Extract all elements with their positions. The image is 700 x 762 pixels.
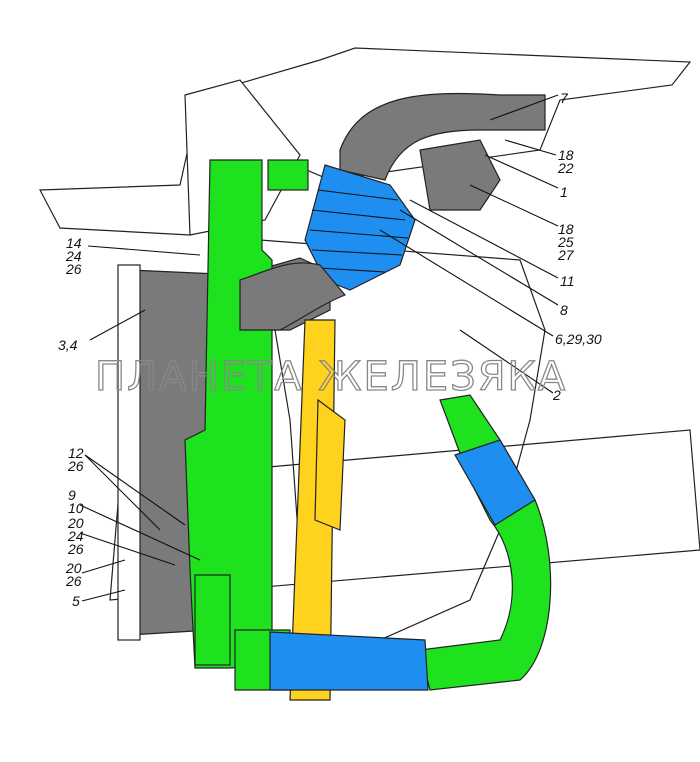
callout-line: 8	[560, 302, 568, 318]
coolant-pipe	[419, 394, 552, 691]
bellows-hose	[304, 164, 416, 291]
leader-lines	[79, 94, 559, 602]
callout-line: 24	[65, 248, 82, 264]
callout-c8: 8	[560, 302, 568, 318]
radiator-frame	[117, 264, 141, 641]
callout-line: 7	[560, 90, 569, 106]
callout-line: 14	[66, 235, 82, 251]
callout-c1: 1	[560, 184, 568, 200]
callout-line: 26	[65, 573, 82, 589]
callout-line: 3,4	[58, 337, 78, 353]
watermark: ПЛАНЕТА ЖЕЛЕЗЯКА	[95, 354, 567, 400]
callout-line: 24	[67, 528, 84, 544]
intake-elbow	[419, 139, 501, 211]
coolant-hose-lower	[269, 631, 429, 691]
callout-line: 12	[68, 445, 84, 461]
callout-line: 20	[65, 560, 82, 576]
callout-line: 25	[557, 234, 574, 250]
callout-c2: 2	[552, 387, 561, 403]
radiator-cap-bracket	[194, 574, 231, 666]
callout-line: 26	[65, 261, 82, 277]
lower-air-hose	[239, 262, 346, 331]
fan-blade	[314, 398, 346, 531]
callout-line: 18	[558, 147, 574, 163]
callout-line: 2	[552, 387, 561, 403]
callout-line: 18	[558, 221, 574, 237]
callout-c11: 11	[560, 273, 575, 289]
callout-line: 26	[67, 458, 84, 474]
callout-line: 9	[68, 487, 76, 503]
charge-air-duct	[129, 257, 331, 636]
callout-line: 20	[67, 515, 84, 531]
callout-line: 1	[560, 184, 568, 200]
callout-c5: 5	[72, 593, 80, 609]
coolant-hose-upper	[454, 439, 536, 526]
callout-line: 10	[68, 500, 84, 516]
callout-c3-4: 3,4	[58, 337, 78, 353]
callout-line: 27	[557, 247, 575, 263]
callout-line: 6,29,30	[555, 331, 602, 347]
callout-line: 11	[560, 273, 575, 289]
radiator-tank	[267, 159, 309, 191]
callout-c7: 7	[560, 90, 569, 106]
callout-line: 5	[72, 593, 80, 609]
intake-pipe	[339, 92, 546, 181]
callout-line: 26	[67, 541, 84, 557]
callout-line: 22	[557, 160, 574, 176]
callout-c6-29-30: 6,29,30	[555, 331, 602, 347]
